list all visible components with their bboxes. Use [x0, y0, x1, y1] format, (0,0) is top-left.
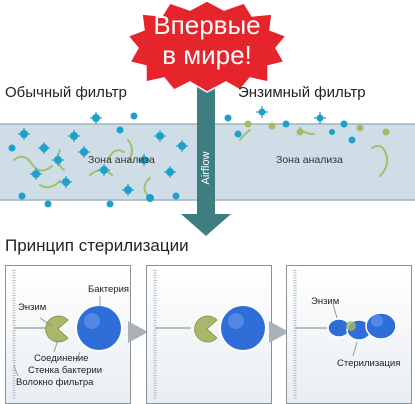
filter-diagram — [0, 0, 415, 236]
step-arrow-2 — [269, 321, 289, 343]
bacteria-wall-label: Стенка бактерии — [28, 365, 103, 376]
badge-line1: Впервые — [153, 10, 261, 40]
connection-label: Соединение — [34, 353, 89, 364]
regular-filter-heading: Обычный фильтр — [5, 84, 127, 101]
panel-1: Бактерия Энзим Соединение Стенка бактери… — [5, 265, 131, 404]
step-arrow-1 — [128, 321, 148, 343]
bacteria-label: Бактерия — [88, 284, 130, 295]
analysis-zone-right: Зона анализа — [276, 154, 343, 166]
badge-line2: в мире! — [162, 40, 252, 70]
sterilization-label: Стерилизация — [337, 358, 401, 369]
filter-fiber-label: Волокно фильтра — [16, 377, 94, 388]
enzyme-filter-heading: Энзимный фильтр — [238, 84, 366, 101]
enzyme-fibers — [13, 127, 389, 197]
bacteria-dots — [8, 108, 356, 208]
airflow-label: Airflow — [200, 151, 212, 185]
principle-title: Принцип стерилизации — [5, 236, 189, 255]
enzyme-label: Энзим — [18, 302, 47, 313]
airflow-arrow — [181, 78, 231, 236]
first-in-world-badge — [126, 0, 288, 93]
panel-3: Энзим Стерилизация — [286, 265, 412, 404]
panel-2 — [146, 265, 272, 404]
enzyme-label-3: Энзим — [311, 296, 340, 307]
analysis-zone-left: Зона анализа — [88, 154, 155, 166]
